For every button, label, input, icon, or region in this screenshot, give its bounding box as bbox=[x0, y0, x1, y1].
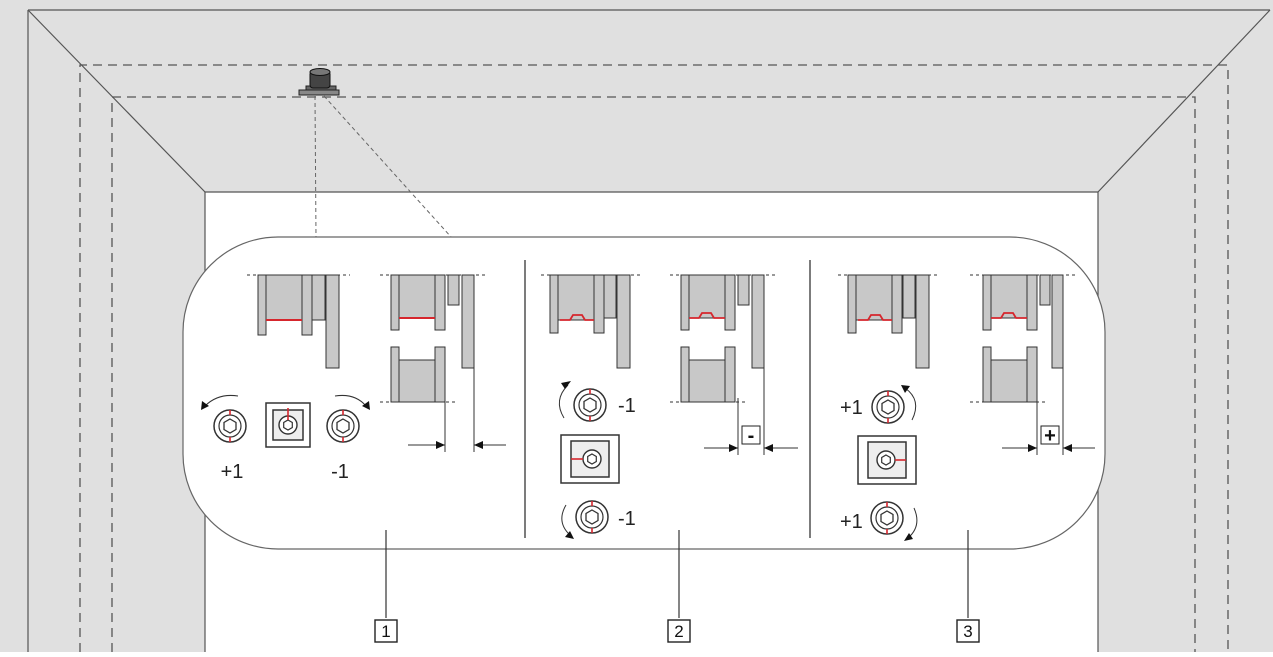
step-3-lower-value: +1 bbox=[840, 511, 863, 533]
step-3-gap-label: + bbox=[1044, 425, 1056, 447]
step-3-upper-value: +1 bbox=[840, 397, 863, 419]
step-3-number-box bbox=[956, 619, 980, 643]
hinge-detail-icon bbox=[298, 68, 340, 96]
step-1-right-value: -1 bbox=[331, 461, 349, 483]
step-1-section: +1 -1 1 bbox=[201, 274, 506, 643]
step-1-number-box bbox=[374, 619, 398, 643]
hinge-block-icon bbox=[560, 434, 620, 484]
step-2-gap-label: - bbox=[748, 425, 755, 447]
rotate-ccw-arrow-icon bbox=[561, 504, 571, 536]
adjustment-screw-icon bbox=[326, 409, 360, 443]
adjustment-screw-icon bbox=[871, 390, 905, 424]
adjustment-screw-icon bbox=[573, 388, 607, 422]
adjustment-screw-icon bbox=[575, 500, 609, 534]
rotate-cw-arrow-icon bbox=[334, 395, 367, 407]
adjustment-screw-icon bbox=[870, 501, 904, 535]
step-3-section: + +1 +1 3 bbox=[838, 274, 1095, 643]
step-2-number: 2 bbox=[674, 622, 683, 641]
hinge-block-icon bbox=[857, 435, 917, 485]
step-1-left-value: +1 bbox=[221, 461, 244, 483]
step-2-lower-value: -1 bbox=[618, 508, 636, 530]
step-1-number: 1 bbox=[381, 622, 390, 641]
rotate-ccw-arrow-icon bbox=[904, 387, 917, 421]
leader-lines bbox=[314, 95, 453, 239]
adjustment-screw-icon bbox=[213, 409, 247, 443]
rotate-ccw-arrow-icon bbox=[204, 395, 239, 407]
step-2-upper-value: -1 bbox=[618, 395, 636, 417]
step-3-number: 3 bbox=[963, 622, 972, 641]
step-2-section: - -1 -1 2 bbox=[541, 274, 798, 643]
step-2-number-box bbox=[667, 619, 691, 643]
